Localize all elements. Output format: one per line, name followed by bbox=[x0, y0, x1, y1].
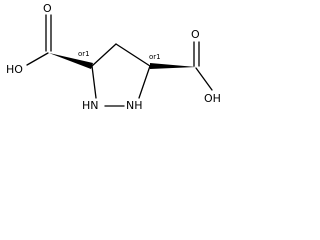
right-stereo-wedge bbox=[150, 63, 196, 69]
pyrazolidine-ring: HN NH bbox=[82, 43, 151, 112]
left-c-oh-bond bbox=[26, 52, 49, 66]
left-carbonyl-oxygen: O bbox=[43, 2, 52, 15]
left-hydroxyl: HO bbox=[6, 63, 23, 76]
ring-nitrogen-right: NH bbox=[126, 99, 143, 112]
ring-bond-c5-n1 bbox=[138, 65, 151, 99]
left-carboxyl-group: O HO bbox=[6, 2, 52, 76]
right-carbonyl-oxygen: O bbox=[191, 28, 200, 41]
pyrazolidine-dicarboxylic-acid-structure: O HO or1 HN NH or1 O OH bbox=[6, 2, 221, 112]
ring-nitrogen-left: HN bbox=[82, 99, 99, 112]
right-carboxyl-group: O OH bbox=[191, 28, 221, 105]
right-c-oh-bond bbox=[195, 67, 213, 91]
left-stereo-wedge bbox=[49, 53, 93, 69]
ring-bond-n2-c3 bbox=[91, 65, 97, 99]
ring-bond-c4-c5 bbox=[115, 43, 151, 67]
right-hydroxyl: OH bbox=[204, 92, 221, 105]
left-stereo-label: or1 bbox=[78, 50, 90, 58]
ring-bond-c3-c4 bbox=[91, 43, 117, 67]
right-stereo-label: or1 bbox=[149, 53, 161, 61]
